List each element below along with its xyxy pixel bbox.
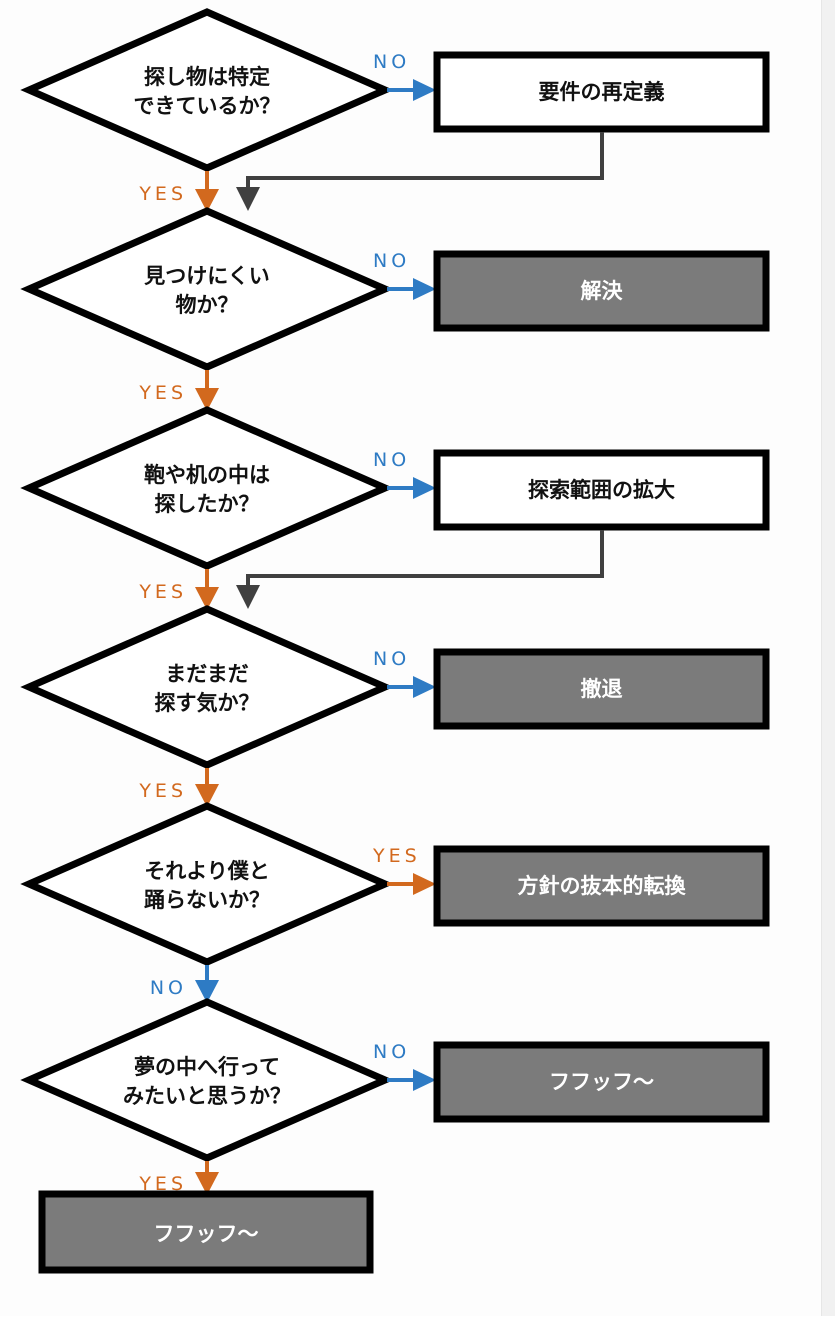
outcome-box-text: 探索範囲の拡大 (528, 478, 675, 502)
branch-label-yes: YES (138, 183, 187, 205)
outcome-box-rect (433, 449, 770, 531)
arrow-down-head-icon (195, 587, 219, 610)
loop-back-connector (246, 132, 604, 189)
decision-question-line: 物か？ (176, 293, 239, 317)
decision-question-line: 見つけにくい (144, 264, 270, 288)
outcome-box-terminal: 方針の抜本的転換 (433, 845, 770, 927)
branch-label-yes: YES (138, 1173, 187, 1195)
arrow-right-head-icon (413, 1069, 436, 1091)
loop-back-arrowhead-icon (236, 187, 260, 211)
decision-question-line: それより僕と (144, 859, 270, 883)
final-outcome-rect (38, 1190, 374, 1274)
outcome-box-rect (433, 845, 770, 927)
scrollbar[interactable] (821, 0, 835, 1316)
decision-question-line: みたいと思うか？ (123, 1084, 291, 1108)
arrow-right-head-icon (413, 873, 436, 895)
arrow-right-head-icon (413, 79, 436, 101)
outcome-box-rect (433, 250, 770, 332)
arrow-right-head-icon (413, 477, 436, 499)
outcome-box-text: 方針の抜本的転換 (518, 874, 687, 898)
decision-question-line: まだまだ (165, 662, 249, 686)
branch-label-yes: YES (138, 382, 187, 404)
outcome-box-terminal: 解決 (433, 250, 770, 332)
decision-question-line: 踊らないか？ (144, 888, 270, 912)
arrow-down-head-icon (195, 980, 219, 1003)
arrow-right-head-icon (413, 676, 436, 698)
branch-label-no: NO (373, 51, 410, 73)
arrow-right-head-icon (413, 278, 436, 300)
decision-diamond (20, 998, 394, 1162)
outcome-box-process: 探索範囲の拡大 (236, 449, 770, 609)
outcome-box-rect (433, 51, 770, 133)
outcome-box-text: フフッフ～ (549, 1070, 654, 1094)
decision-diamond (20, 406, 394, 570)
branch-label-yes: YES (138, 780, 187, 802)
branch-label-yes: YES (138, 581, 187, 603)
arrow-down-head-icon (195, 189, 219, 212)
decision-question-line: 夢の中へ行って (134, 1055, 280, 1079)
branch-label-no: NO (150, 977, 187, 999)
final-outcome-box: フフッフ～ (38, 1190, 374, 1274)
arrow-down-head-icon (195, 784, 219, 807)
outcome-box-terminal: 撤退 (433, 648, 770, 730)
outcome-box-rect (433, 1041, 770, 1123)
outcome-box-terminal: フフッフ～ (433, 1041, 770, 1123)
decision-diamond (20, 605, 394, 769)
branch-label-no: NO (373, 250, 410, 272)
outcome-box-rect (433, 648, 770, 730)
decision-diamond (20, 207, 394, 371)
outcome-box-text: 撤退 (581, 677, 623, 701)
branch-label-no: NO (373, 1041, 410, 1063)
outcome-box-text: 解決 (581, 279, 624, 303)
branch-label-no: NO (373, 648, 410, 670)
branch-label-yes: YES (372, 845, 421, 867)
loop-back-connector (246, 530, 604, 587)
decision-question-line: 探し物は特定 (144, 65, 270, 89)
decision-question-line: できているか？ (134, 94, 281, 118)
decision-diamond (20, 8, 394, 172)
branch-label-no: NO (373, 449, 410, 471)
final-outcome-text: フフッフ～ (154, 1222, 259, 1246)
decision-diamond (20, 802, 394, 966)
decision-question-line: 鞄や机の中は (144, 463, 270, 487)
arrow-down-head-icon (195, 1172, 219, 1195)
decision-question-line: 探す気か？ (155, 691, 260, 715)
arrow-down-head-icon (195, 388, 219, 411)
outcome-box-text: 要件の再定義 (539, 80, 665, 104)
loop-back-arrowhead-icon (236, 585, 260, 609)
outcome-box-process: 要件の再定義 (236, 51, 770, 211)
decision-question-line: 探したか？ (155, 492, 260, 516)
